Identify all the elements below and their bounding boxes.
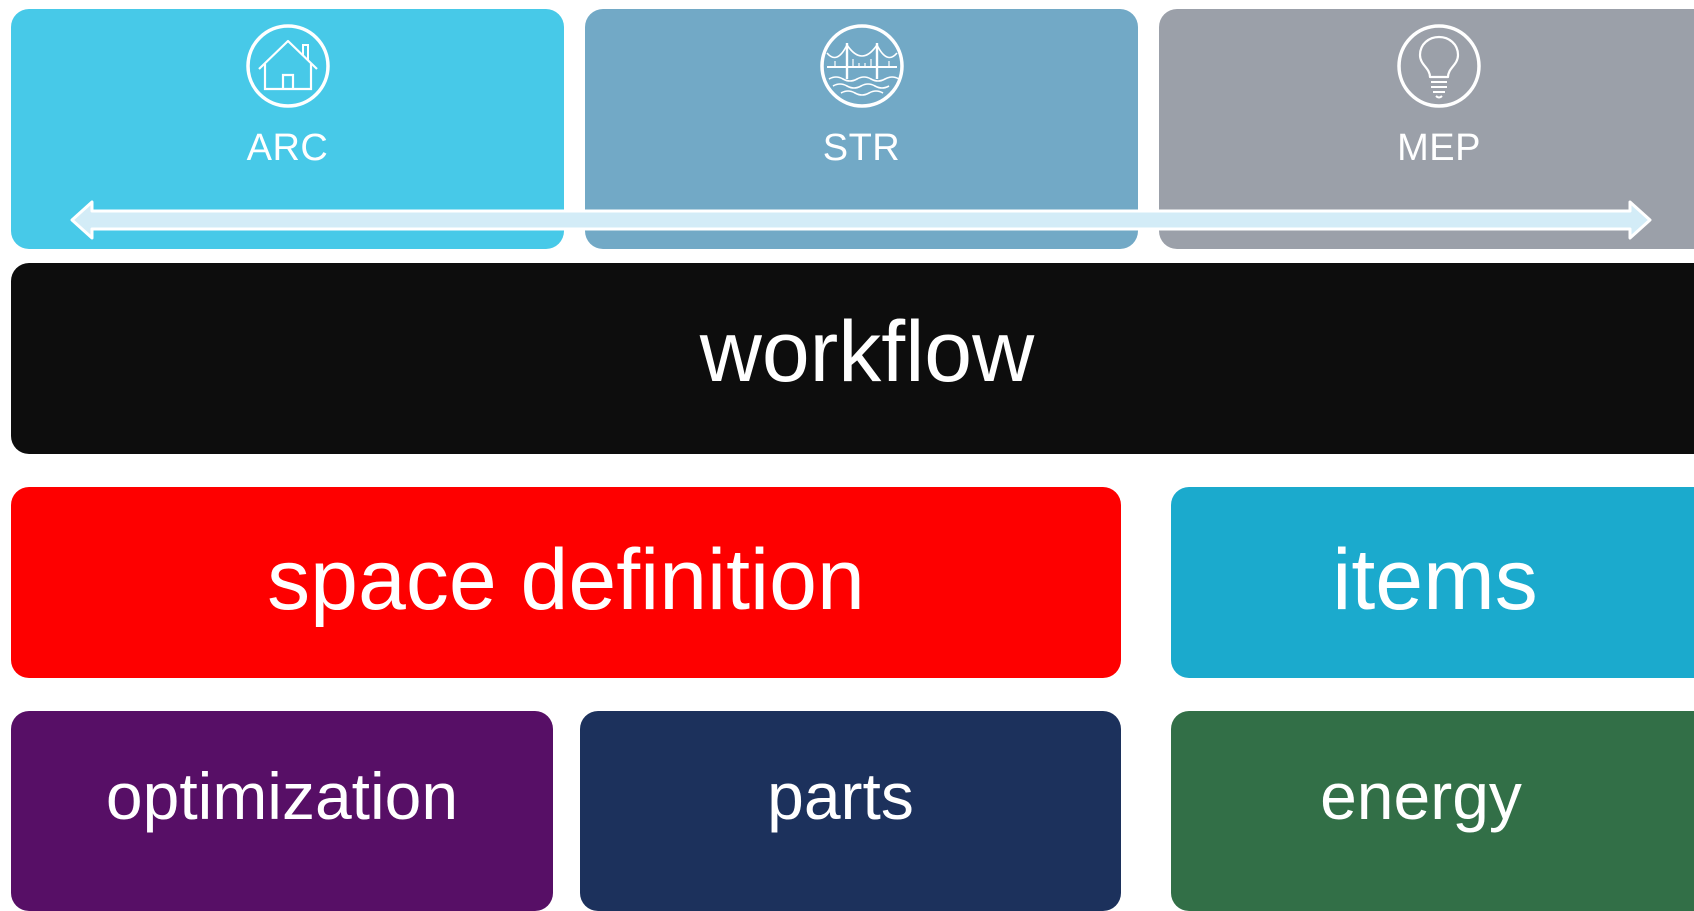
discipline-label-arc: ARC (246, 127, 329, 169)
bridge-icon (819, 24, 904, 108)
optimization-label: optimization (105, 759, 459, 833)
energy-label: energy (1320, 759, 1522, 833)
space-definition-label: space definition (267, 531, 865, 628)
discipline-label-mep: MEP (1397, 127, 1481, 169)
workflow-label: workflow (699, 303, 1035, 400)
discipline-tile-mep: MEP (1159, 9, 1694, 249)
optimization-tile: optimization (11, 711, 553, 911)
discipline-tile-str: STR (585, 9, 1138, 249)
workflow-bar: workflow (11, 263, 1694, 454)
parts-tile: parts (580, 711, 1121, 911)
discipline-label-str: STR (822, 127, 901, 169)
items-tile: items (1171, 487, 1694, 678)
energy-tile: energy (1171, 711, 1694, 911)
space-definition-tile: space definition (11, 487, 1121, 678)
double-headed-arrow (70, 200, 1652, 240)
parts-label: parts (767, 759, 914, 833)
house-icon (245, 24, 330, 108)
discipline-tile-arc: ARC (11, 9, 564, 249)
lightbulb-icon (1397, 24, 1481, 108)
items-label: items (1332, 531, 1538, 628)
